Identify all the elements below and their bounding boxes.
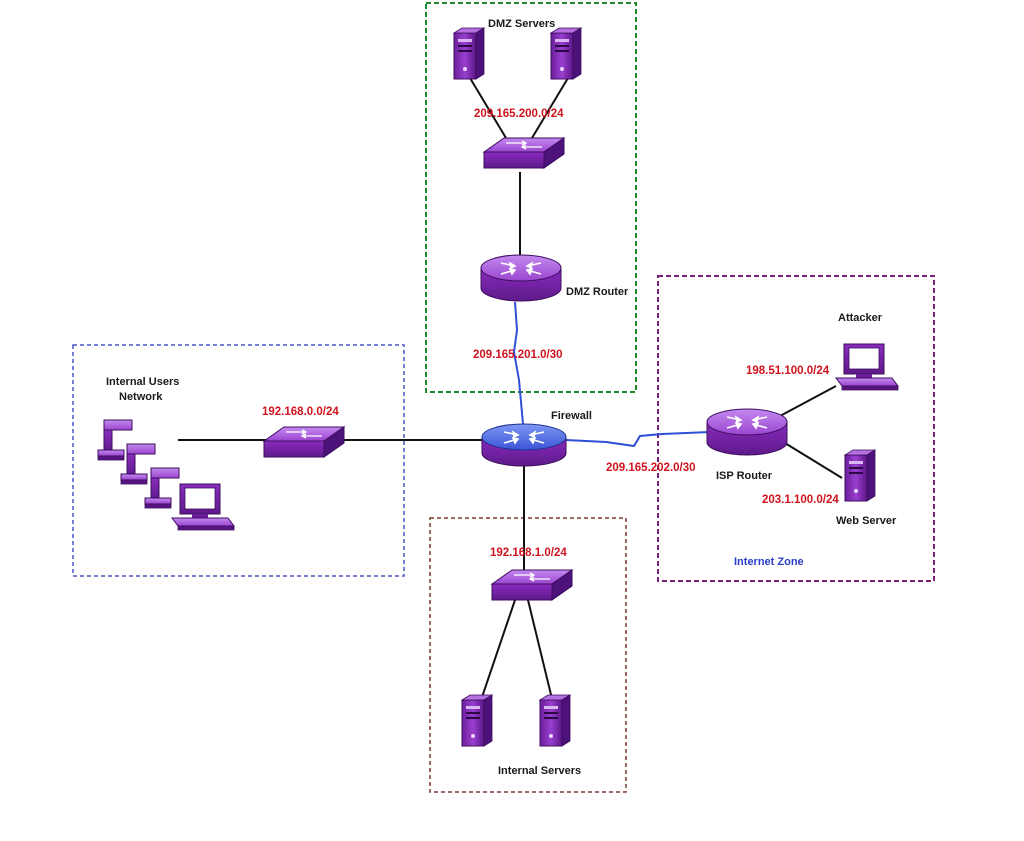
attacker-label: Attacker — [838, 312, 883, 324]
web-server-icon — [844, 449, 876, 502]
dmz-router-label: DMZ Router — [566, 286, 629, 298]
dmz-zone-border — [425, 2, 637, 393]
attacker-network-label: 198.51.100.0/24 — [746, 365, 830, 377]
user-workstation-icon — [171, 483, 235, 531]
internal-server-1-icon — [461, 694, 493, 747]
internal-users-label-line1: Internal Users — [106, 376, 179, 388]
internal-users-network-label: 192.168.0.0/24 — [262, 406, 339, 418]
web-server-label: Web Server — [836, 515, 897, 527]
internal-users-switch-icon — [263, 426, 345, 458]
link-dmz-server1-switch — [469, 77, 507, 139]
internal-servers-label: Internal Servers — [498, 765, 581, 777]
internal-users-zone-border — [72, 344, 405, 577]
internal-servers-zone-border — [429, 517, 627, 793]
link-isp-attacker — [779, 385, 837, 417]
firewall-icon — [481, 423, 567, 467]
user-computer-3-icon — [144, 467, 180, 509]
link-dmz-server2-switch — [531, 77, 569, 139]
link-isp-webserver — [779, 439, 843, 479]
link-firewall-isp-router — [565, 431, 711, 448]
isp-router-icon — [706, 408, 788, 456]
dmz-router-icon — [480, 254, 562, 302]
link-internal-switch-server2 — [527, 599, 554, 704]
link-internal-switch-server1 — [479, 599, 516, 704]
dmz-servers-label: DMZ Servers — [488, 18, 555, 30]
web-server-network-label: 203.1.100.0/24 — [762, 494, 839, 506]
dmz-switch-icon — [483, 137, 565, 169]
isp-link-network-label: 209.165.202.0/30 — [606, 462, 696, 474]
internet-zone-border — [657, 275, 935, 582]
internal-users-label-line2: Network — [119, 391, 163, 403]
dmz-server-2-icon — [550, 27, 582, 80]
isp-router-label: ISP Router — [716, 470, 773, 482]
dmz-lan-network-label: 209.165.200.0/24 — [474, 108, 564, 120]
internet-zone-label: Internet Zone — [734, 556, 804, 568]
link-dmz-router-firewall — [512, 301, 524, 425]
user-computer-2-icon — [120, 443, 156, 485]
attacker-computer-icon — [835, 343, 899, 391]
dmz-server-1-icon — [453, 27, 485, 80]
firewall-label: Firewall — [551, 410, 592, 422]
internal-servers-switch-icon — [491, 569, 573, 601]
internal-servers-network-label: 192.168.1.0/24 — [490, 547, 567, 559]
internal-server-2-icon — [539, 694, 571, 747]
dmz-link-network-label: 209.165.201.0/30 — [473, 349, 563, 361]
